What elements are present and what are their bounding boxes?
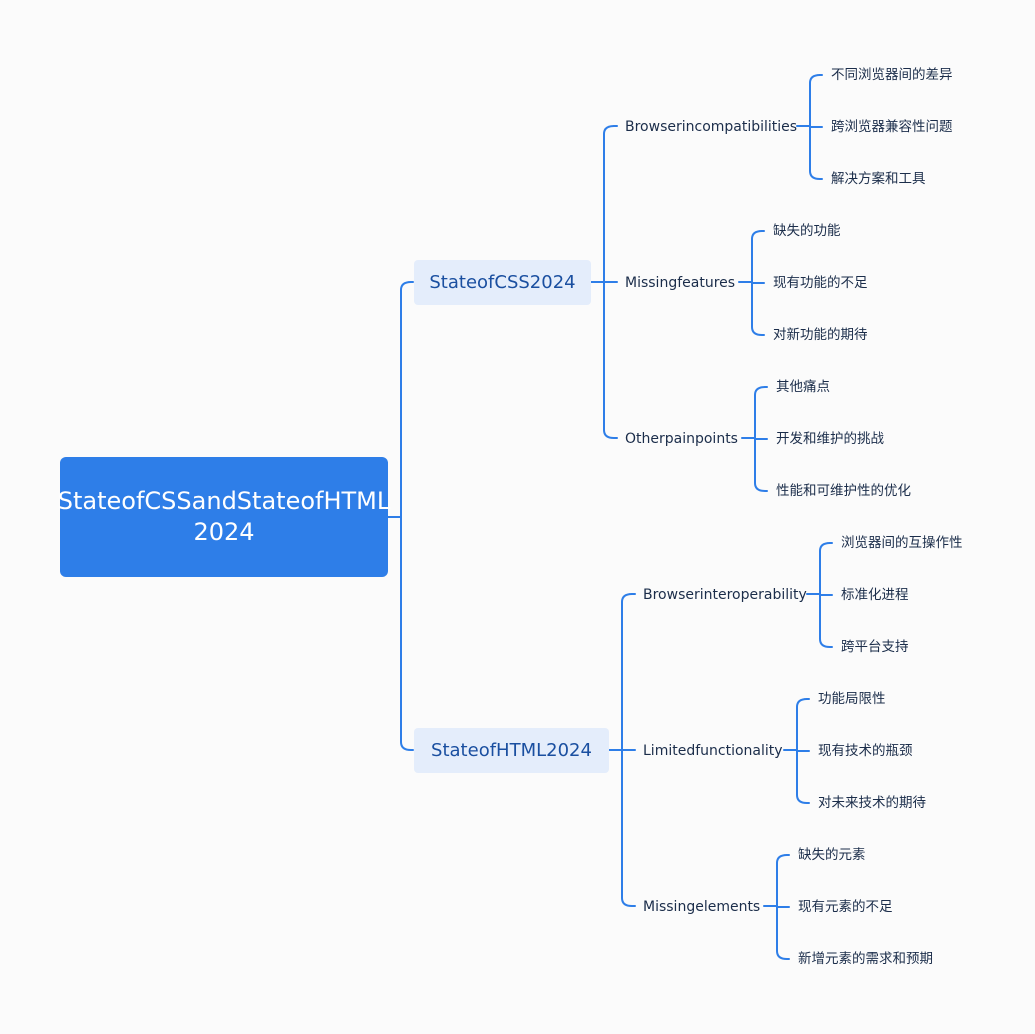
leaf-html-0-2[interactable]: 跨平台支持 (841, 639, 909, 655)
leaf-html-1-1[interactable]: 现有技术的瓶颈 (818, 743, 913, 759)
leaf-css-1-0[interactable]: 缺失的功能 (773, 223, 841, 239)
leaf-css-2-1[interactable]: 开发和维护的挑战 (776, 431, 884, 447)
leaf-css-2-2[interactable]: 性能和可维护性的优化 (776, 483, 911, 499)
css-1-connector-spine (751, 230, 765, 336)
root-connector-spine (400, 281, 414, 751)
css-0-connector-spine (809, 74, 823, 180)
topic-other-pain-points[interactable]: Otherpainpoints (625, 431, 738, 447)
leaf-html-0-1[interactable]: 标准化进程 (841, 587, 909, 603)
root-topic[interactable]: StateofCSSandStateofHTML 2024 (58, 457, 390, 577)
leaf-css-1-1[interactable]: 现有功能的不足 (773, 275, 868, 291)
topic-browser-incompatibilities[interactable]: Browserincompatibilities (625, 119, 798, 135)
branch-state-of-css-2024[interactable]: StateofCSS2024 (414, 260, 591, 305)
leaf-css-1-2[interactable]: 对新功能的期待 (773, 327, 868, 343)
leaf-html-2-1[interactable]: 现有元素的不足 (798, 899, 893, 915)
html-1-connector-spine (796, 698, 810, 804)
leaf-html-2-0[interactable]: 缺失的元素 (798, 847, 866, 863)
css-connector-spine (603, 125, 618, 439)
leaf-css-0-0[interactable]: 不同浏览器间的差异 (831, 67, 953, 83)
css-2-connector-spine (754, 386, 768, 492)
leaf-css-2-0[interactable]: 其他痛点 (776, 379, 830, 395)
topic-browser-interoperability[interactable]: Browserinteroperability (643, 587, 807, 603)
html-2-connector-spine (776, 854, 790, 960)
html-0-connector-spine (819, 542, 833, 648)
topic-missing-elements[interactable]: Missingelements (643, 899, 761, 915)
leaf-css-0-1[interactable]: 跨浏览器兼容性问题 (831, 119, 953, 135)
topic-missing-features[interactable]: Missingfeatures (625, 275, 736, 291)
leaf-css-0-2[interactable]: 解决方案和工具 (831, 171, 926, 187)
leaf-html-0-0[interactable]: 浏览器间的互操作性 (841, 535, 963, 551)
branch-state-of-html-2024[interactable]: StateofHTML2024 (414, 728, 609, 773)
html-connector-spine (621, 593, 636, 907)
leaf-html-1-2[interactable]: 对未来技术的期待 (818, 795, 926, 811)
topic-limited-functionality[interactable]: Limitedfunctionality (643, 743, 783, 759)
leaf-html-1-0[interactable]: 功能局限性 (818, 691, 886, 707)
leaf-html-2-2[interactable]: 新增元素的需求和预期 (798, 951, 933, 967)
